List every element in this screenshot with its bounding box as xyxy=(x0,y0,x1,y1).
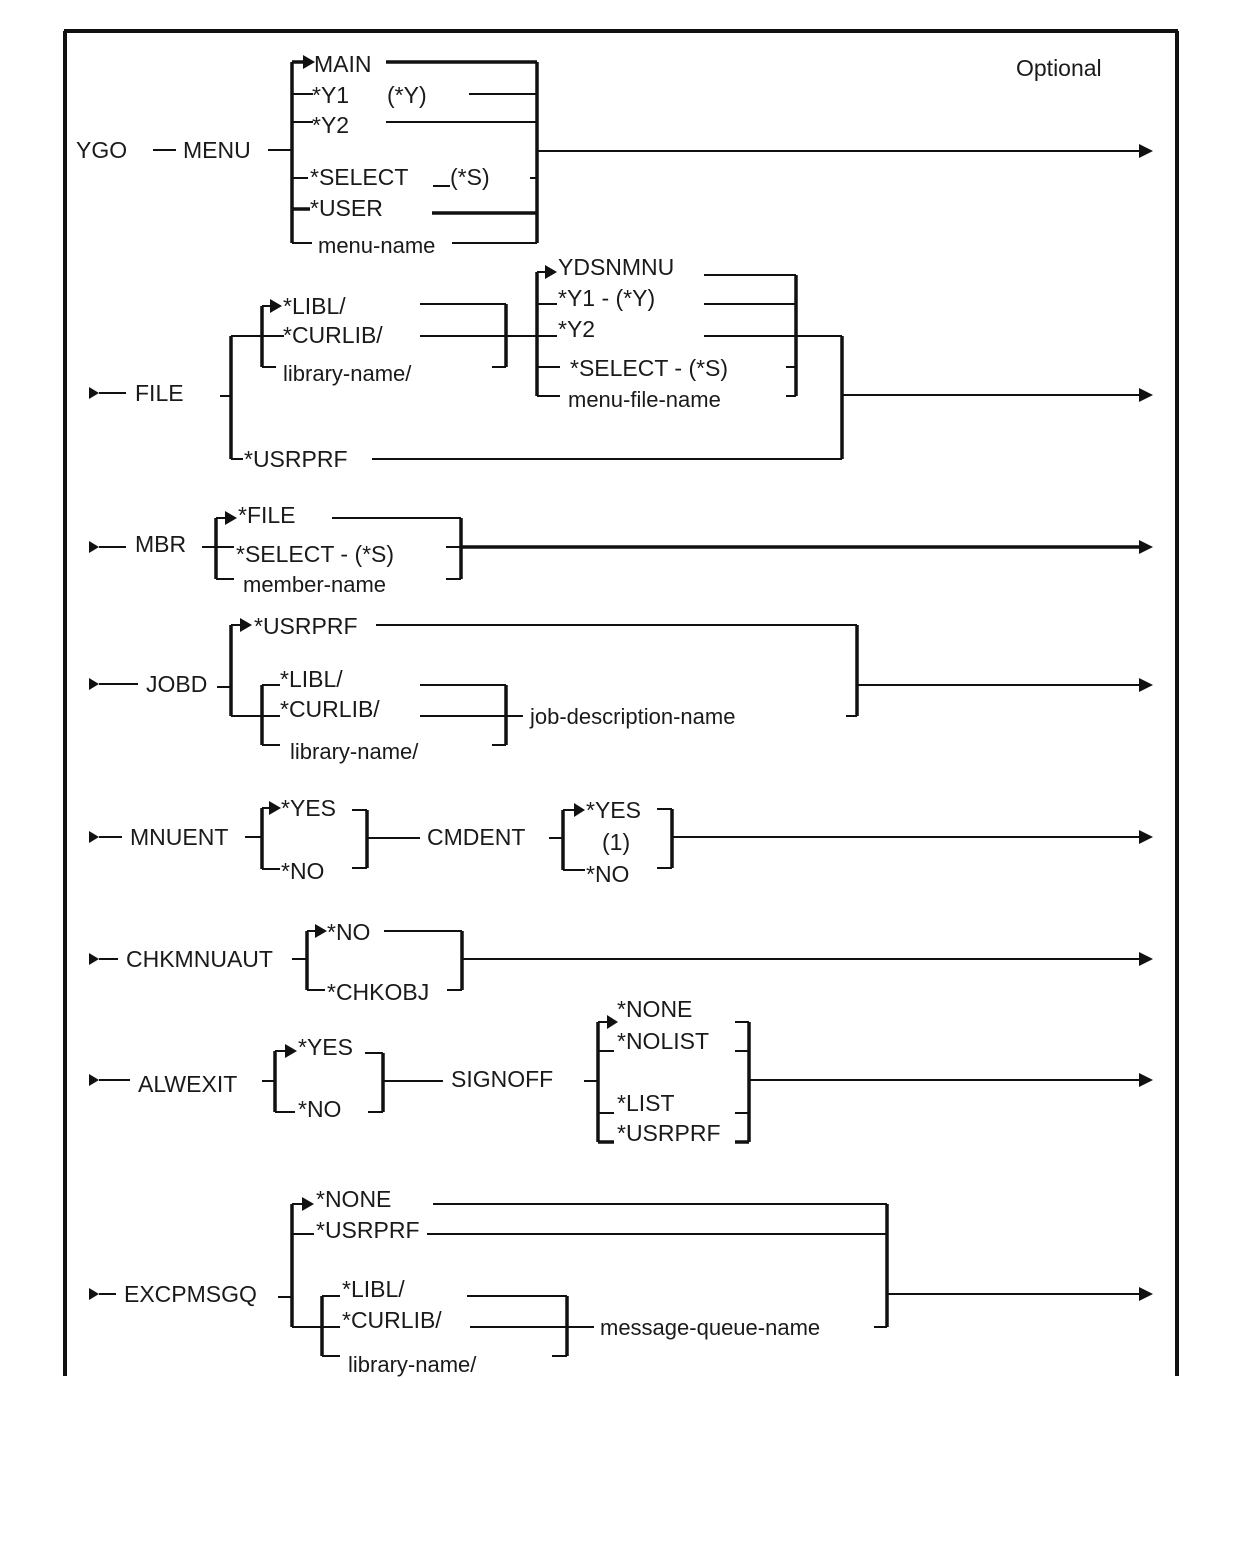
menu-option-select: *SELECT xyxy=(310,164,408,190)
jobd-object-name: job-description-name xyxy=(529,704,735,729)
menu-option-select-alias: (*S) xyxy=(450,164,490,190)
signoff-option-none: *NONE xyxy=(617,996,692,1022)
command-name: YGO xyxy=(76,137,127,163)
excpmsgq-option-usrprf: *USRPRF xyxy=(316,1217,420,1243)
menu-option-user: *USER xyxy=(310,195,383,221)
continue-arrow-icon xyxy=(1139,1287,1153,1301)
jobd-library-name: library-name/ xyxy=(290,739,419,764)
default-arrow-icon xyxy=(269,801,281,815)
default-arrow-icon xyxy=(607,1015,618,1029)
file-library-curlib: *CURLIB/ xyxy=(283,322,383,348)
excpmsgq-section: EXCPMSGQ *NONE *USRPRF *LIBL/ *CURLIB/ l… xyxy=(89,1186,1153,1377)
jobd-section: JOBD *USRPRF *LIBL/ *CURLIB/ library-nam… xyxy=(89,613,1153,764)
start-arrow-icon xyxy=(89,678,99,690)
default-arrow-icon xyxy=(270,299,282,313)
cmdent-option-no: *NO xyxy=(586,861,629,887)
mbr-option-member-name: member-name xyxy=(243,572,386,597)
mbr-section: MBR *FILE *SELECT - (*S) member-name xyxy=(89,502,1153,597)
excpmsgq-object-name: message-queue-name xyxy=(600,1315,820,1340)
alwexit-option-yes: *YES xyxy=(298,1034,353,1060)
jobd-library-libl: *LIBL/ xyxy=(280,666,343,692)
chkmnuaut-option-no: *NO xyxy=(327,919,370,945)
file-name-select: *SELECT - (*S) xyxy=(570,355,728,381)
default-arrow-icon xyxy=(545,265,557,279)
signoff-option-nolist: *NOLIST xyxy=(617,1028,709,1054)
menu-option-y1: *Y1 xyxy=(312,82,349,108)
continue-arrow-icon xyxy=(1139,1073,1153,1087)
menu-section: YGO MENU MAIN *Y1 (*Y) *Y2 *SELECT (*S) … xyxy=(76,51,1153,258)
signoff-option-usrprf: *USRPRF xyxy=(617,1120,721,1146)
alwexit-signoff-section: ALWEXIT *YES *NO SIGNOFF *NONE *NOLIST *… xyxy=(89,996,1153,1146)
menu-option-y1-alias: (*Y) xyxy=(387,82,427,108)
default-arrow-icon xyxy=(302,1197,314,1211)
menu-option-menu-name: menu-name xyxy=(318,233,435,258)
cmdent-keyword: CMDENT xyxy=(427,824,525,850)
excpmsgq-option-none: *NONE xyxy=(316,1186,391,1212)
default-arrow-icon xyxy=(240,618,252,632)
start-arrow-icon xyxy=(89,831,99,843)
mnuent-option-no: *NO xyxy=(281,858,324,884)
file-alternate-usrprf: *USRPRF xyxy=(244,446,348,472)
menu-option-y2: *Y2 xyxy=(312,112,349,138)
continue-arrow-icon xyxy=(1139,952,1153,966)
menu-keyword: MENU xyxy=(183,137,251,163)
chkmnuaut-option-chkobj: *CHKOBJ xyxy=(327,979,429,1005)
menu-option-main: MAIN xyxy=(314,51,372,77)
mbr-keyword: MBR xyxy=(135,531,186,557)
start-arrow-icon xyxy=(89,541,99,553)
file-name-menu-file-name: menu-file-name xyxy=(568,387,721,412)
file-keyword: FILE xyxy=(135,380,184,406)
chkmnuaut-section: CHKMNUAUT *NO *CHKOBJ xyxy=(89,919,1153,1005)
file-library-libl: *LIBL/ xyxy=(283,293,346,319)
continue-arrow-icon xyxy=(1139,678,1153,692)
alwexit-option-no: *NO xyxy=(298,1096,341,1122)
start-arrow-icon xyxy=(89,953,99,965)
default-arrow-icon xyxy=(574,803,585,817)
excpmsgq-keyword: EXCPMSGQ xyxy=(124,1281,257,1307)
default-arrow-icon xyxy=(315,924,327,938)
mbr-option-select: *SELECT - (*S) xyxy=(236,541,394,567)
continue-arrow-icon xyxy=(1139,388,1153,402)
file-name-ydsnmnu: YDSNMNU xyxy=(558,254,674,280)
diagram-frame xyxy=(63,29,1179,1376)
chkmnuaut-keyword: CHKMNUAUT xyxy=(126,946,273,972)
continue-arrow-icon xyxy=(1139,540,1153,554)
jobd-library-curlib: *CURLIB/ xyxy=(280,696,380,722)
start-arrow-icon xyxy=(89,1074,99,1086)
jobd-option-usrprf: *USRPRF xyxy=(254,613,358,639)
signoff-option-list: *LIST xyxy=(617,1090,675,1116)
jobd-keyword: JOBD xyxy=(146,671,207,697)
file-name-y1: *Y1 - (*Y) xyxy=(558,285,655,311)
mnuent-keyword: MNUENT xyxy=(130,824,228,850)
excpmsgq-library-curlib: *CURLIB/ xyxy=(342,1307,442,1333)
signoff-keyword: SIGNOFF xyxy=(451,1066,553,1092)
cmdent-footnote: (1) xyxy=(602,829,630,855)
cmdent-option-yes: *YES xyxy=(586,797,641,823)
start-arrow-icon xyxy=(89,1288,99,1300)
file-section: FILE *LIBL/ *CURLIB/ library-name/ YDSNM… xyxy=(89,254,1153,472)
continue-arrow-icon xyxy=(1139,830,1153,844)
mbr-option-file: *FILE xyxy=(238,502,296,528)
default-arrow-icon xyxy=(225,511,237,525)
start-arrow-icon xyxy=(89,387,99,399)
file-name-y2: *Y2 xyxy=(558,316,595,342)
default-arrow-icon xyxy=(285,1044,297,1058)
excpmsgq-library-name: library-name/ xyxy=(348,1352,477,1377)
excpmsgq-library-libl: *LIBL/ xyxy=(342,1276,405,1302)
mnuent-cmdent-section: MNUENT *YES *NO CMDENT *YES (1) *NO xyxy=(89,795,1153,887)
continue-arrow-icon xyxy=(1139,144,1153,158)
alwexit-keyword: ALWEXIT xyxy=(138,1071,237,1097)
optional-label: Optional xyxy=(1016,55,1102,81)
default-arrow-icon xyxy=(303,55,315,69)
file-library-name: library-name/ xyxy=(283,361,412,386)
mnuent-option-yes: *YES xyxy=(281,795,336,821)
